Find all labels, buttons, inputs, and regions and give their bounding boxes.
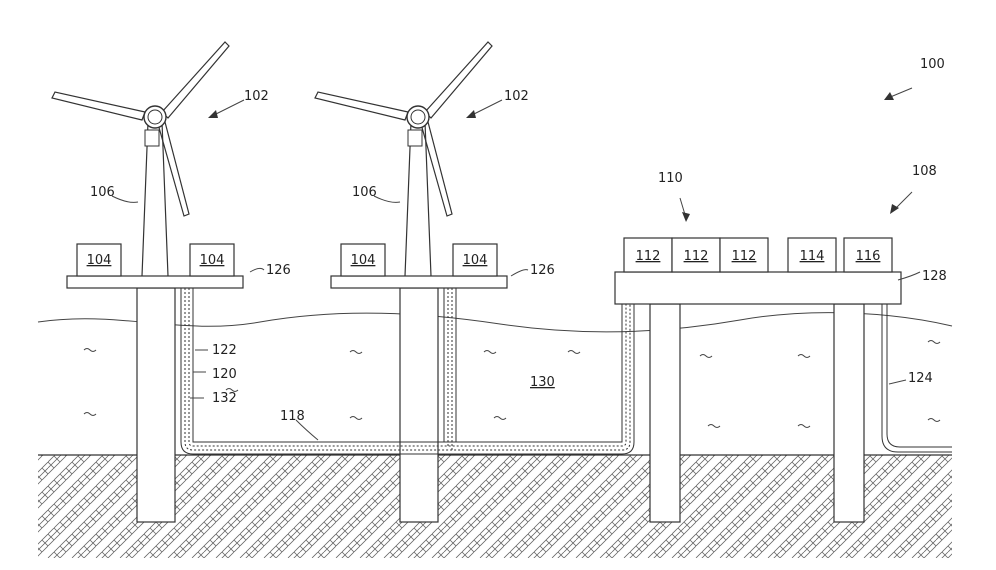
platform-left	[67, 276, 243, 288]
platform-right	[331, 276, 507, 288]
label-128: 128	[922, 269, 947, 284]
substation-platform	[615, 272, 901, 304]
label-126-right: 126	[530, 263, 555, 278]
box-112-2-label: 112	[684, 249, 709, 264]
arrowheads	[208, 92, 899, 222]
label-108: 108	[912, 164, 937, 179]
box-104-4-label: 104	[463, 253, 488, 268]
substation-leg-right	[834, 304, 864, 522]
box-114-label: 114	[800, 249, 825, 264]
label-132: 132	[212, 391, 237, 406]
label-130: 130	[530, 375, 555, 390]
label-106-right: 106	[352, 185, 377, 200]
label-102-left: 102	[244, 89, 269, 104]
label-118: 118	[280, 409, 305, 424]
blade-left-left	[52, 92, 145, 120]
box-116-label: 116	[856, 249, 881, 264]
box-104-3-label: 104	[351, 253, 376, 268]
nacelle-left	[145, 130, 159, 146]
label-106-left: 106	[90, 185, 115, 200]
blade-right-left	[315, 92, 408, 120]
label-126-left: 126	[266, 263, 291, 278]
label-120: 120	[212, 367, 237, 382]
box-112-3-label: 112	[732, 249, 757, 264]
label-110: 110	[658, 171, 683, 186]
substation-leg-left	[650, 304, 680, 522]
label-102-right: 102	[504, 89, 529, 104]
box-112-1-label: 112	[636, 249, 661, 264]
label-100: 100	[920, 57, 945, 72]
blade-right-upper	[425, 42, 492, 118]
blade-left-upper	[162, 42, 229, 118]
monopile-left	[137, 288, 175, 522]
label-124: 124	[908, 371, 933, 386]
nacelle-right	[408, 130, 422, 146]
monopile-right	[400, 288, 438, 522]
label-122: 122	[212, 343, 237, 358]
box-104-1-label: 104	[87, 253, 112, 268]
box-104-2-label: 104	[200, 253, 225, 268]
